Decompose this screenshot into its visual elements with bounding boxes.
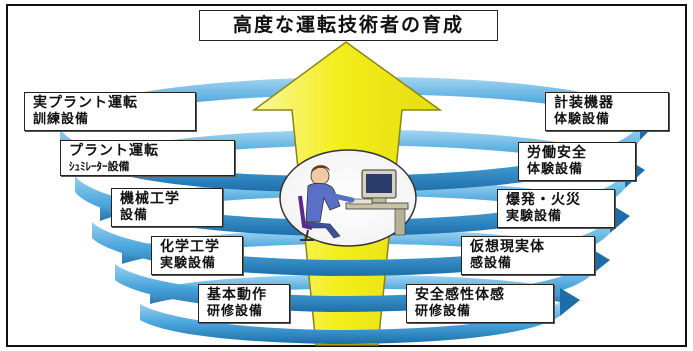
label-line1: 機械工学 bbox=[120, 191, 180, 207]
label-line2: 感設備 bbox=[470, 256, 513, 272]
label-line1: 基本動作 bbox=[207, 287, 267, 303]
label-line2: ｼｭﾐﾚｰﾀｰ設備 bbox=[69, 160, 130, 174]
label-practical-plant-training: 実プラント運転 訓練設備 bbox=[24, 92, 196, 131]
label-line2: 体験設備 bbox=[554, 112, 611, 128]
label-mechanical-engineering: 機械工学 設備 bbox=[111, 188, 223, 227]
label-line1: 実プラント運転 bbox=[33, 95, 138, 111]
label-instrumentation: 計装機器 体験設備 bbox=[545, 92, 669, 131]
label-line2: 実験設備 bbox=[160, 256, 217, 272]
label-line2: 実験設備 bbox=[506, 209, 563, 225]
label-safety-sensitivity: 安全感性体感 研修設備 bbox=[406, 284, 554, 323]
label-line2: 訓練設備 bbox=[33, 112, 90, 128]
operator-illustration bbox=[279, 149, 417, 247]
label-line1: 計装機器 bbox=[554, 95, 614, 111]
label-virtual-reality: 仮想現実体 感設備 bbox=[461, 236, 595, 275]
label-chemical-engineering: 化学工学 実験設備 bbox=[151, 236, 243, 275]
label-plant-simulator: プラント運転 ｼｭﾐﾚｰﾀｰ設備 bbox=[60, 140, 235, 177]
label-line1: 化学工学 bbox=[160, 239, 220, 255]
label-line1: 労働安全 bbox=[527, 145, 587, 161]
label-line1: 仮想現実体 bbox=[470, 239, 545, 255]
label-line2: 設備 bbox=[120, 208, 149, 224]
label-line2: 研修設備 bbox=[207, 304, 264, 320]
label-occupational-safety: 労働安全 体験設備 bbox=[518, 142, 636, 181]
label-line1: 爆発・火災 bbox=[506, 192, 581, 208]
label-explosion-fire: 爆発・火災 実験設備 bbox=[497, 189, 615, 228]
label-line2: 研修設備 bbox=[415, 304, 472, 320]
diagram-title: 高度な運転技術者の育成 bbox=[199, 10, 498, 41]
label-line1: 安全感性体感 bbox=[415, 287, 505, 303]
label-line2: 体験設備 bbox=[527, 162, 584, 178]
label-line1: プラント運転 bbox=[69, 143, 159, 159]
label-basic-operation: 基本動作 研修設備 bbox=[198, 284, 290, 323]
